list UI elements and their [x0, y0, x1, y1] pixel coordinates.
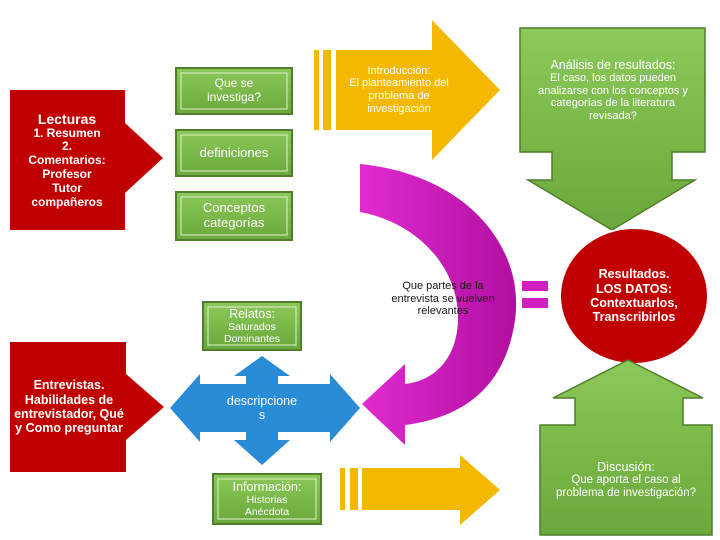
- lecturas-line6: compañeros: [31, 194, 103, 209]
- analisis-label: Análisis de resultados: El caso, los dat…: [526, 34, 700, 146]
- lecturas-label: Lecturas 1. Resumen 2. Comentarios: Prof…: [12, 100, 122, 220]
- bottom-orange-arrow: [362, 455, 500, 525]
- conceptos-line2: categorías: [203, 215, 265, 230]
- analisis-title: Análisis de resultados:: [550, 57, 676, 72]
- introduccion-text: El planteamiento del problema de investi…: [349, 77, 449, 115]
- entrevistas-arrow: [10, 342, 164, 472]
- curved-arrow: [360, 164, 517, 445]
- descripciones-label: descripcione s: [216, 388, 308, 428]
- relatos-label: Relatos: Saturados Dominantes: [206, 302, 298, 350]
- descripciones-arrow: [170, 356, 360, 465]
- conceptos-box: [175, 191, 293, 241]
- lecturas-line1: 1. Resumen: [33, 125, 101, 140]
- analisis-arrow: [519, 27, 706, 231]
- definiciones-label: definiciones: [199, 144, 269, 160]
- introduccion-arrow: [336, 20, 500, 160]
- descripciones-line2: s: [258, 408, 266, 422]
- magenta-bar-top: [522, 281, 548, 291]
- conceptos-label: Conceptos categorías: [180, 196, 288, 236]
- relatos-box: [202, 301, 302, 351]
- relatos-line1: Saturados: [228, 321, 276, 334]
- introduccion-stripe-2: [323, 50, 331, 130]
- bottom-stripe-1: [340, 468, 345, 510]
- informacion-line2: Anécdota: [244, 506, 290, 519]
- lecturas-line4: Profesor: [42, 167, 92, 182]
- lecturas-line2: 2.: [61, 139, 72, 154]
- informacion-line1: Historias: [246, 494, 288, 507]
- curved-arrow-label: Que partes de la entrevista se vuelven r…: [391, 280, 495, 318]
- introduccion-label: Introducción: El planteamiento del probl…: [338, 56, 460, 124]
- introduccion-title: Introducción:: [367, 64, 431, 77]
- informacion-box: [212, 473, 322, 525]
- introduccion-stripe-1: [314, 50, 319, 130]
- relatos-title: Relatos:: [229, 306, 275, 321]
- descripciones-line1: descripcione: [226, 393, 298, 408]
- resultados-label: Resultados. LOS DATOS: Contextuarlos, Tr…: [570, 256, 698, 336]
- relatos-line2: Dominantes: [223, 333, 281, 346]
- lecturas-arrow-shape: [10, 90, 163, 230]
- entrevistas-label: Entrevistas. Habilidades de entrevistado…: [14, 378, 124, 436]
- resultados-line1: Resultados.: [598, 267, 670, 282]
- resultados-line2: LOS DATOS:: [596, 281, 672, 296]
- resultados-line4: Transcribirlos: [592, 310, 676, 325]
- que-se-investiga-label: Que se investiga?: [206, 76, 262, 104]
- que-se-investiga-box: [175, 67, 293, 115]
- discusion-text: Que aporta el caso al problema de invest…: [555, 473, 696, 500]
- lecturas-title: Lecturas: [37, 110, 97, 127]
- bottom-stripe-2: [350, 468, 358, 510]
- lecturas-line5: Tutor: [52, 180, 82, 195]
- resultados-line3: Contextuarlos,: [590, 296, 678, 310]
- analisis-text: El caso, los datos pueden analizarse con…: [538, 71, 688, 122]
- discusion-title: Discusión:: [597, 459, 655, 474]
- discusion-label: Discusión: Que aporta el caso al problem…: [546, 432, 706, 528]
- discusion-arrow: [539, 359, 713, 536]
- definiciones-box: [175, 129, 293, 177]
- informacion-label: Información: Historias Anécdota: [216, 476, 318, 522]
- informacion-title: Información:: [232, 479, 302, 494]
- magenta-bar-bottom: [522, 298, 548, 308]
- conceptos-line1: Conceptos: [202, 200, 266, 216]
- lecturas-line3: Comentarios:: [28, 153, 106, 168]
